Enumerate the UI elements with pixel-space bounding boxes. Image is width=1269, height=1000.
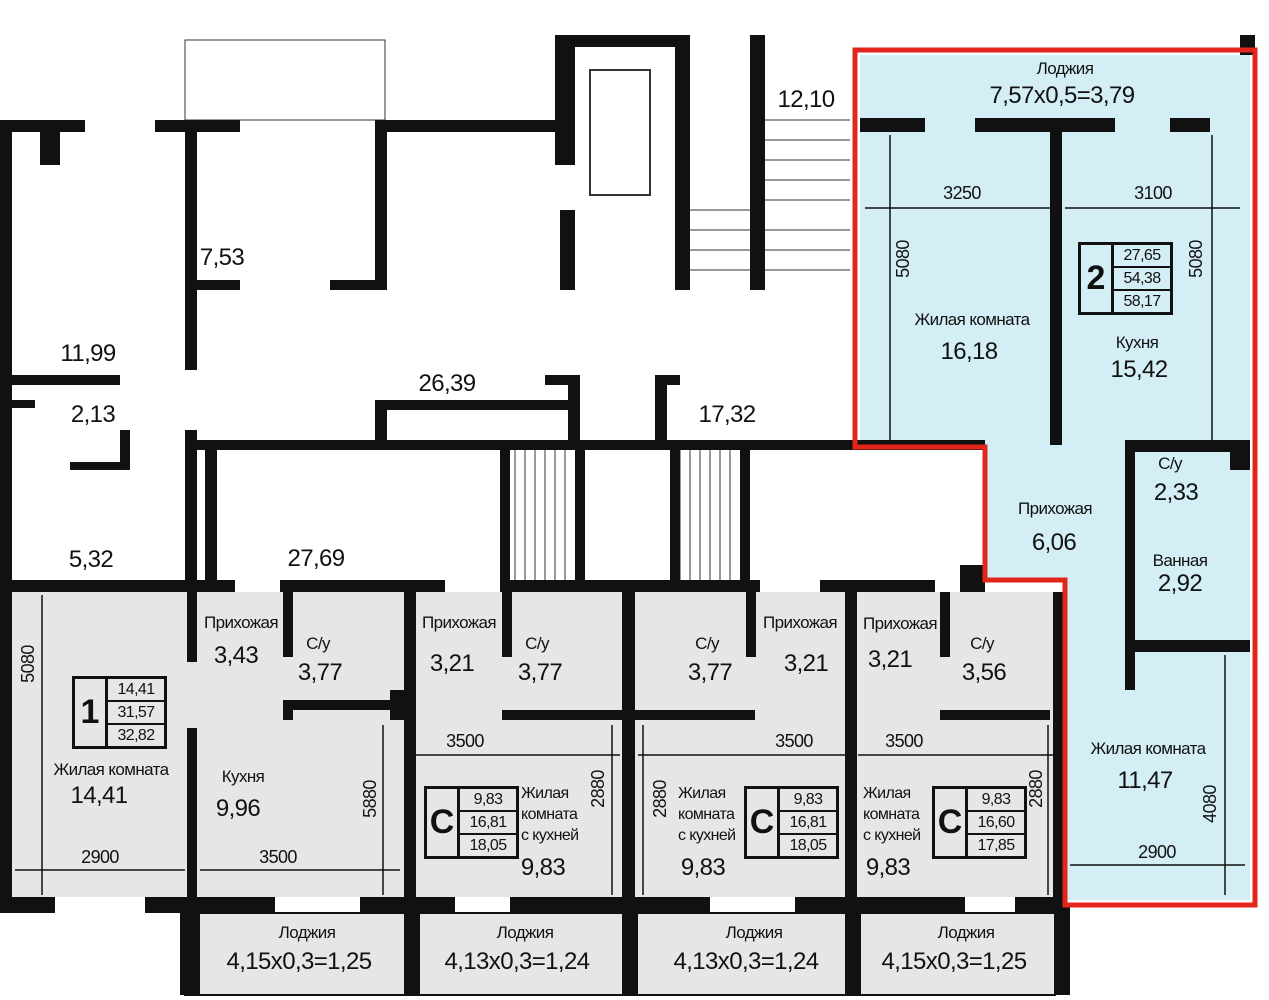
dimension: 2900 [81,847,119,867]
room-count: 2 [1081,245,1114,312]
room-label: С/у [970,634,994,653]
badge-value: 17,85 [977,837,1015,854]
area-label: 11,99 [60,340,116,367]
room-label: Ванная [1152,551,1208,570]
room-label: Прихожая [1018,499,1093,518]
room-label: Жилая комната [53,760,170,779]
dimension: 2880 [650,780,670,818]
room-area: 3,77 [297,659,343,686]
dimension: 5880 [360,780,380,818]
room-area: 3,43 [213,642,259,669]
room-count: С [427,789,460,856]
dimension: 2880 [588,770,608,808]
badge-value: 32,82 [117,727,155,744]
loggia-dims: 4,13x0,3=1,24 [673,948,819,975]
room-area: 11,47 [1117,767,1173,794]
loggia-label: Лоджия [937,923,995,942]
room-area: 9,83 [680,854,726,881]
room-label: Жилая комната [914,310,1031,329]
room-area: 3,77 [687,659,733,686]
loggia-dims: 4,13x0,3=1,24 [444,948,590,975]
badge-value: 58,17 [1123,293,1161,310]
area-label: 17,32 [698,401,756,428]
area-label: 26,39 [418,370,476,397]
badge-value: 16,81 [780,812,836,835]
dimension: 5080 [1186,240,1206,278]
room-area: 6,06 [1031,529,1077,556]
room-area: 16,18 [940,338,998,365]
badge-value: 18,05 [789,837,827,854]
loggia-label: Лоджия [496,923,554,942]
room-label: С/у [1158,454,1182,473]
dimension: 3500 [775,731,813,751]
room-label: С/у [525,634,549,653]
room-label: Прихожая [763,613,838,632]
dimension: 2900 [1138,842,1176,862]
room-label: Прихожая [422,613,497,632]
room-area: 3,77 [517,659,563,686]
badge-value: 9,83 [460,789,516,812]
dimension: 2880 [1026,770,1046,808]
room-area: 3,21 [867,646,913,673]
dimension: 3500 [885,731,923,751]
badge-value: 14,41 [108,679,164,702]
dimension: 3100 [1134,183,1172,203]
room-area: 3,56 [961,659,1007,686]
room-label: Прихожая [863,614,938,633]
dimension: 3500 [446,731,484,751]
badge-value: 9,83 [968,789,1024,812]
area-label: 2,13 [70,401,116,428]
apartment-2-highlight-border [852,47,1258,908]
room-area: 9,96 [215,795,261,822]
room-area: 14,41 [70,782,128,809]
loggia-label: Лоджия [725,923,783,942]
loggia-label: Лоджия [278,923,336,942]
room-area: 3,21 [429,650,475,677]
badge-value: 16,60 [968,812,1024,835]
room-area: 15,42 [1110,356,1168,383]
room-label: Кухня [221,767,265,786]
room-count: С [935,789,968,856]
room-count: С [747,789,780,856]
dimension: 5080 [893,240,913,278]
dimension: 3500 [259,847,297,867]
room-label: Жилая комната [1090,739,1207,758]
room-count: 1 [75,679,108,746]
badge-value: 9,83 [780,789,836,812]
badge-value: 27,65 [1114,245,1170,268]
room-area: 2,92 [1157,570,1203,597]
badge-value: 18,05 [469,837,507,854]
badge-value: 16,81 [460,812,516,835]
area-label: 7,53 [199,244,245,271]
dimension: 3250 [943,183,981,203]
area-label: 27,69 [287,545,345,572]
room-area: 3,21 [783,650,829,677]
area-label: 5,32 [68,546,114,573]
loggia-dims: 7,57x0,5=3,79 [989,82,1135,109]
room-area: 2,33 [1153,479,1199,506]
badge-value: 31,57 [108,702,164,725]
dimension: 5080 [18,645,38,683]
room-area: 9,83 [520,854,566,881]
loggia-dims: 4,15x0,3=1,25 [881,948,1027,975]
room-label: Кухня [1115,333,1159,352]
room-label: С/у [306,634,330,653]
room-label: С/у [695,634,719,653]
dimension: 4080 [1200,785,1220,823]
loggia-label: Лоджия [1036,59,1094,78]
room-label: Прихожая [204,613,279,632]
badge-value: 54,38 [1114,268,1170,291]
loggia-dims: 4,15x0,3=1,25 [226,948,372,975]
room-area: 9,83 [865,854,911,881]
area-label: 12,10 [777,86,835,113]
